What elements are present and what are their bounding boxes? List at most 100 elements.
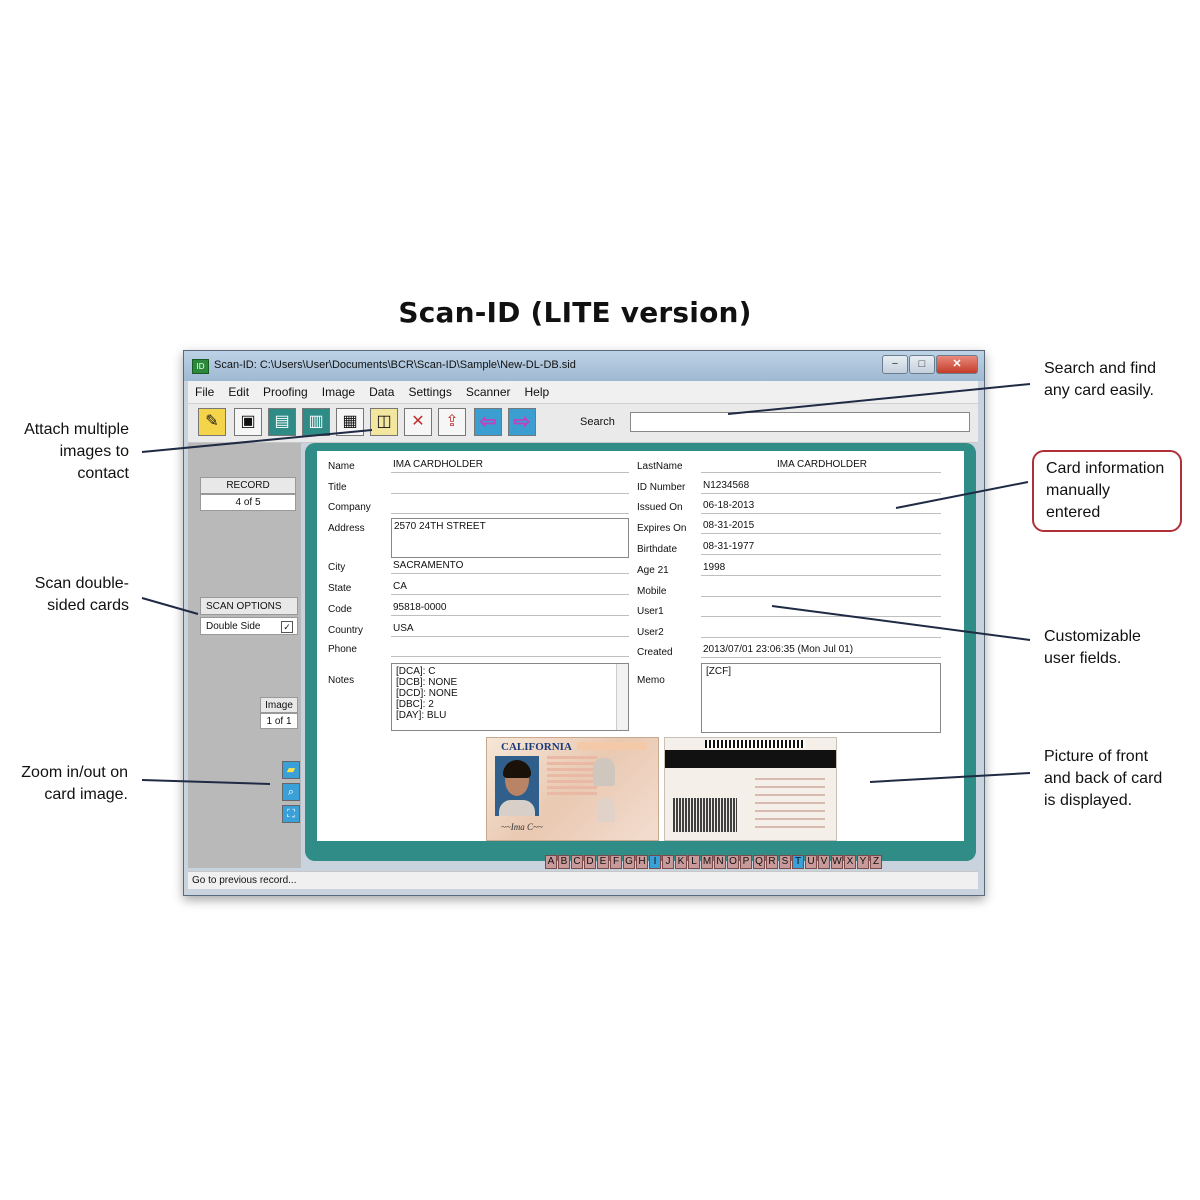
alphabet-letter-d[interactable]: D xyxy=(584,855,596,869)
menu-help[interactable]: Help xyxy=(524,385,550,399)
page-headline: Scan-ID (LITE version) xyxy=(398,296,752,329)
alphabet-letter-j[interactable]: J xyxy=(662,855,674,869)
attach-image-icon[interactable]: ▥ xyxy=(302,408,330,436)
alphabet-letter-g[interactable]: G xyxy=(623,855,635,869)
print-icon[interactable]: ▦ xyxy=(336,408,364,436)
alphabet-letter-f[interactable]: F xyxy=(610,855,622,869)
alphabet-letter-c[interactable]: C xyxy=(571,855,583,869)
alphabet-letter-k[interactable]: K xyxy=(675,855,687,869)
menu-settings[interactable]: Settings xyxy=(408,385,452,399)
alphabet-letter-e[interactable]: E xyxy=(597,855,609,869)
toolbar: ✎ ▣ ▤ ▥ ▦ ◫ ✕ ⇪ ⇦ ⇨ Search xyxy=(188,404,978,443)
minimize-icon[interactable]: − xyxy=(882,355,908,374)
alphabet-letter-l[interactable]: L xyxy=(688,855,700,869)
maximize-icon[interactable]: □ xyxy=(909,355,935,374)
card-flag-icon xyxy=(577,742,647,750)
prev-record-icon[interactable]: ⇦ xyxy=(474,408,502,436)
field-address[interactable]: 2570 24TH STREET xyxy=(391,518,629,558)
double-side-checkbox[interactable]: ✓ xyxy=(281,621,293,633)
alphabet-letter-s[interactable]: S xyxy=(779,855,791,869)
card-front-image[interactable]: CALIFORNIA ~~Ima C~~ xyxy=(486,737,659,841)
card-ghost-photo xyxy=(597,798,615,822)
zoom-in-icon[interactable]: ▰ xyxy=(282,761,300,779)
annotation-scan-double: Scan double-sided cards xyxy=(34,575,129,614)
label-code: Code xyxy=(328,604,352,615)
label-created: Created xyxy=(637,647,673,658)
menu-image[interactable]: Image xyxy=(321,385,356,399)
alphabet-letter-p[interactable]: P xyxy=(740,855,752,869)
alphabet-letter-n[interactable]: N xyxy=(714,855,726,869)
field-lastname[interactable]: IMA CARDHOLDER xyxy=(701,457,941,473)
memo-field[interactable]: [ZCF] xyxy=(701,663,941,733)
zoom-magnify-icon[interactable]: ⌕ xyxy=(282,783,300,801)
delete-icon[interactable]: ✕ xyxy=(404,408,432,436)
alphabet-letter-z[interactable]: Z xyxy=(870,855,882,869)
menu-edit[interactable]: Edit xyxy=(228,385,250,399)
notes-field[interactable]: [DCA]: C [DCB]: NONE [DCD]: NONE [DBC]: … xyxy=(391,663,629,731)
fit-to-window-icon[interactable]: ⛶ xyxy=(282,805,300,823)
field-age-21[interactable]: 1998 xyxy=(701,560,941,576)
record-label: RECORD xyxy=(200,477,296,494)
label-address: Address xyxy=(328,523,365,534)
alphabet-letter-v[interactable]: V xyxy=(818,855,830,869)
menu-proofing[interactable]: Proofing xyxy=(263,385,308,399)
scan-card-icon[interactable]: ✎ xyxy=(198,408,226,436)
alphabet-letter-y[interactable]: Y xyxy=(857,855,869,869)
card-back-lines xyxy=(755,778,825,828)
field-created[interactable]: 2013/07/01 23:06:35 (Mon Jul 01) xyxy=(701,642,941,658)
alphabet-letter-h[interactable]: H xyxy=(636,855,648,869)
card-back-image[interactable] xyxy=(664,737,837,841)
field-city[interactable]: SACRAMENTO xyxy=(391,558,629,574)
field-user2[interactable] xyxy=(701,622,941,638)
field-expires-on[interactable]: 08-31-2015 xyxy=(701,518,941,534)
field-id-number[interactable]: N1234568 xyxy=(701,478,941,494)
alphabet-letter-t[interactable]: T xyxy=(792,855,804,869)
notes-scrollbar[interactable] xyxy=(616,664,628,730)
alphabet-letter-a[interactable]: A xyxy=(545,855,557,869)
field-state[interactable]: CA xyxy=(391,579,629,595)
alphabet-letter-m[interactable]: M xyxy=(701,855,713,869)
label-title: Title xyxy=(328,482,347,493)
title-bar[interactable]: ID Scan-ID: C:\Users\User\Documents\BCR\… xyxy=(184,351,984,381)
alphabet-letter-u[interactable]: U xyxy=(805,855,817,869)
alphabet-letter-r[interactable]: R xyxy=(766,855,778,869)
annotation-search: Search and find any card easily. xyxy=(1044,360,1157,399)
card-state-text: CALIFORNIA xyxy=(501,741,572,753)
field-mobile[interactable] xyxy=(701,581,941,597)
field-birthdate[interactable]: 08-31-1977 xyxy=(701,539,941,555)
notes-line: [DBC]: 2 xyxy=(396,699,434,710)
window-controls: −□✕ xyxy=(881,355,978,374)
field-title[interactable] xyxy=(391,478,629,494)
notes-line: [DCA]: C xyxy=(396,666,436,677)
label-age-21: Age 21 xyxy=(637,565,669,576)
label-lastname: LastName xyxy=(637,461,683,472)
export-icon[interactable]: ⇪ xyxy=(438,408,466,436)
next-record-icon[interactable]: ⇨ xyxy=(508,408,536,436)
field-country[interactable]: USA xyxy=(391,621,629,637)
alphabet-letter-w[interactable]: W xyxy=(831,855,843,869)
add-image-icon[interactable]: ▤ xyxy=(268,408,296,436)
field-phone[interactable] xyxy=(391,641,629,657)
search-input[interactable] xyxy=(630,412,970,432)
field-issued-on[interactable]: 06-18-2013 xyxy=(701,498,941,514)
alphabet-letter-i[interactable]: I xyxy=(649,855,661,869)
field-user1[interactable] xyxy=(701,601,941,617)
card-photo xyxy=(495,756,539,816)
image-icon[interactable]: ◫ xyxy=(370,408,398,436)
label-name: Name xyxy=(328,461,355,472)
menu-file[interactable]: File xyxy=(195,385,215,399)
card-2d-barcode xyxy=(673,798,737,832)
menu-scanner[interactable]: Scanner xyxy=(465,385,511,399)
card-magstripe xyxy=(665,750,836,768)
alphabet-letter-x[interactable]: X xyxy=(844,855,856,869)
new-record-icon[interactable]: ▣ xyxy=(234,408,262,436)
field-company[interactable] xyxy=(391,498,629,514)
close-icon[interactable]: ✕ xyxy=(936,355,978,374)
alphabet-letter-b[interactable]: B xyxy=(558,855,570,869)
alphabet-letter-o[interactable]: O xyxy=(727,855,739,869)
field-code[interactable]: 95818-0000 xyxy=(391,600,629,616)
menu-data[interactable]: Data xyxy=(369,385,395,399)
alphabet-letter-q[interactable]: Q xyxy=(753,855,765,869)
label-memo: Memo xyxy=(637,675,665,686)
field-name[interactable]: IMA CARDHOLDER xyxy=(391,457,629,473)
